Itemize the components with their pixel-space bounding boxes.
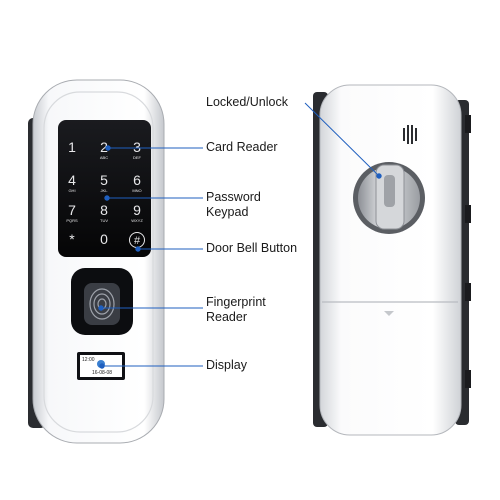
keypad-key-1[interactable]: 1 [68, 139, 76, 155]
label-password-keypad: Password Keypad [206, 190, 261, 220]
knob-grip [384, 175, 395, 207]
back-lock-unit [313, 84, 471, 436]
frame-clip-4 [465, 370, 471, 388]
callout-line-locked [304, 102, 380, 177]
keypad-key-letters: TUV [100, 218, 108, 223]
frame-clip-1 [465, 115, 471, 133]
frame-clip-3 [465, 283, 471, 301]
speaker-grille-icon [403, 125, 417, 144]
keypad-key-digit: 4 [68, 172, 76, 188]
label-display-text: Display [206, 358, 247, 372]
keypad-key-digit: 9 [133, 202, 141, 218]
keypad-key-star[interactable]: * [69, 231, 75, 247]
keypad-key-digit: 6 [133, 172, 141, 188]
keypad-key-digit: 8 [100, 202, 108, 218]
label-locked-unlock-text: Locked/Unlock [206, 95, 288, 109]
keypad-key-digit: 7 [68, 202, 76, 218]
cover-arrow-icon [384, 311, 394, 316]
keypad-key-letters: PQRS [66, 218, 78, 223]
keypad-key-0[interactable]: 0 [100, 231, 108, 247]
label-fingerprint-reader: Fingerprint Reader [206, 295, 266, 325]
keypad-key-digit: 0 [100, 231, 108, 247]
label-locked-unlock: Locked/Unlock [206, 95, 288, 110]
keypad-glass-panel [58, 120, 151, 257]
label-door-bell-button: Door Bell Button [206, 241, 297, 256]
display-time: 12:00 [82, 357, 95, 363]
front-lock-unit [28, 79, 165, 444]
keypad-key-letters: WXYZ [131, 218, 143, 223]
keypad-key-letters: ABC [100, 155, 108, 160]
front-body-bevel [43, 91, 154, 433]
callout-dot-password [104, 195, 110, 201]
keypad-key-letters: MNO [132, 188, 141, 193]
label-password-line2: Keypad [206, 205, 249, 219]
frame-clip-2 [465, 205, 471, 223]
keypad-key-letters: JKL [101, 188, 109, 193]
callout-lines [98, 102, 382, 369]
callout-dot-locked [376, 173, 382, 179]
keypad-key-digit: 5 [100, 172, 108, 188]
display-date: 16-08-08 [92, 370, 112, 376]
keypad-key-digit: 1 [68, 139, 76, 155]
callout-dot-display [99, 363, 105, 369]
back-body-shell [319, 84, 462, 436]
callout-dot-fingerprint [98, 305, 104, 311]
label-password-line1: Password [206, 190, 261, 204]
callout-dot-card [105, 145, 111, 151]
label-card-reader: Card Reader [206, 140, 278, 155]
label-door-bell-text: Door Bell Button [206, 241, 298, 255]
label-fingerprint-line2: Reader [206, 310, 247, 324]
label-fingerprint-line1: Fingerprint [206, 295, 266, 309]
keypad-key-letters: DEF [133, 155, 142, 160]
callout-dot-doorbell [135, 246, 141, 252]
keypad-key-digit: * [69, 231, 75, 247]
label-card-reader-text: Card Reader [206, 140, 278, 154]
fingerprint-icon [89, 288, 115, 320]
keypad-key-digit: 2 [100, 139, 108, 155]
keypad-key-digit: 3 [133, 139, 141, 155]
label-display: Display [206, 358, 247, 373]
keypad-key-digit: # [134, 235, 141, 247]
keypad-key-letters: GHI [68, 188, 75, 193]
